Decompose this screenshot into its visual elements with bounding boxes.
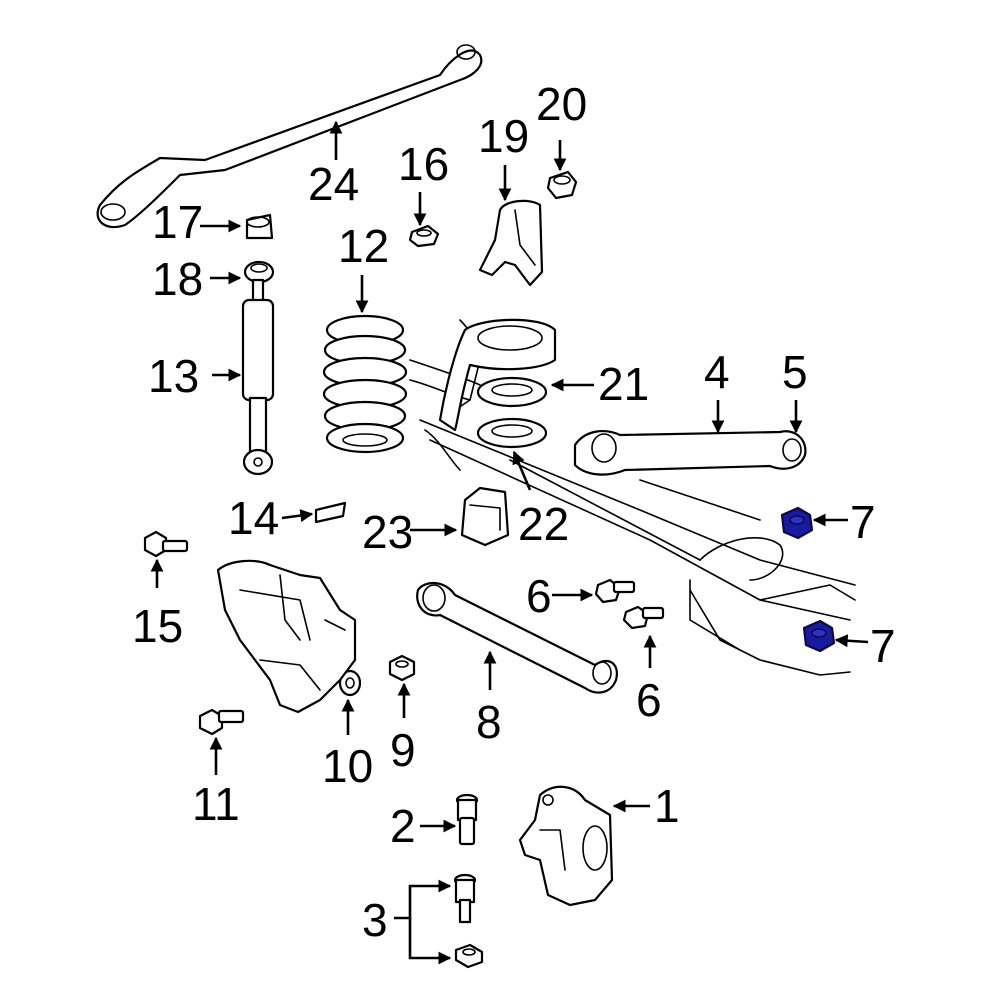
callout-13: 13 [148,350,199,402]
ball-joint-lower[interactable] [453,873,477,924]
jounce-bumper[interactable] [460,486,510,547]
ball-joint-washer[interactable] [454,943,484,969]
control-arm-bolt-lower[interactable] [622,605,665,630]
callout-6-lower: 6 [636,674,662,726]
callout-18: 18 [152,253,203,305]
callout-12: 12 [338,220,389,272]
callout-17: 17 [152,196,203,248]
leader-lines [150,120,869,965]
callout-20: 20 [536,78,587,130]
callout-labels: 24 16 19 20 17 18 13 12 21 22 23 14 4 5 … [132,78,896,946]
shock-absorber[interactable] [241,278,275,476]
callout-19: 19 [478,110,529,162]
bumper-clip[interactable] [314,501,347,524]
upper-control-arm[interactable] [573,430,807,476]
callout-16: 16 [398,138,449,190]
control-arm-nut-lower[interactable] [802,619,836,653]
callout-1: 1 [654,780,680,832]
track-bar-bolt[interactable] [143,530,189,558]
spring-bracket-nut[interactable] [408,224,440,248]
lower-control-arm[interactable] [416,582,618,694]
callout-24: 24 [308,158,359,210]
knuckle-nut[interactable] [388,654,416,682]
knuckle-washer[interactable] [338,669,362,697]
callout-6-upper: 6 [526,570,552,622]
callout-8: 8 [476,696,502,748]
coil-spring[interactable] [322,314,408,454]
callout-4: 4 [704,346,730,398]
bracket-nut[interactable] [546,170,578,200]
callout-5: 5 [782,346,808,398]
callout-23: 23 [362,506,413,558]
callout-10: 10 [322,740,373,792]
callout-15: 15 [132,600,183,652]
control-arm-bolt-upper[interactable] [594,578,636,604]
shock-upper-nut[interactable] [245,213,274,240]
spring-isolator-lower[interactable] [476,417,548,449]
callout-7-lower: 7 [870,620,896,672]
spring-tower [438,318,557,432]
callout-9: 9 [390,724,416,776]
steering-knuckle[interactable] [518,785,614,907]
control-arm-nut-upper[interactable] [780,506,814,540]
callout-21: 21 [598,358,649,410]
callout-11: 11 [192,778,240,830]
bracket-bolt[interactable] [198,708,245,736]
callout-7-upper: 7 [850,496,876,548]
track-bar-bracket[interactable] [216,559,357,714]
spring-isolator-upper[interactable] [476,376,548,408]
callout-14: 14 [228,492,279,544]
callout-22: 22 [518,498,569,550]
spring-bracket[interactable] [478,199,544,287]
callout-2: 2 [390,800,416,852]
ball-joint-upper[interactable] [455,793,479,846]
stabilizer-bar[interactable] [96,44,483,229]
callout-3: 3 [362,894,388,946]
